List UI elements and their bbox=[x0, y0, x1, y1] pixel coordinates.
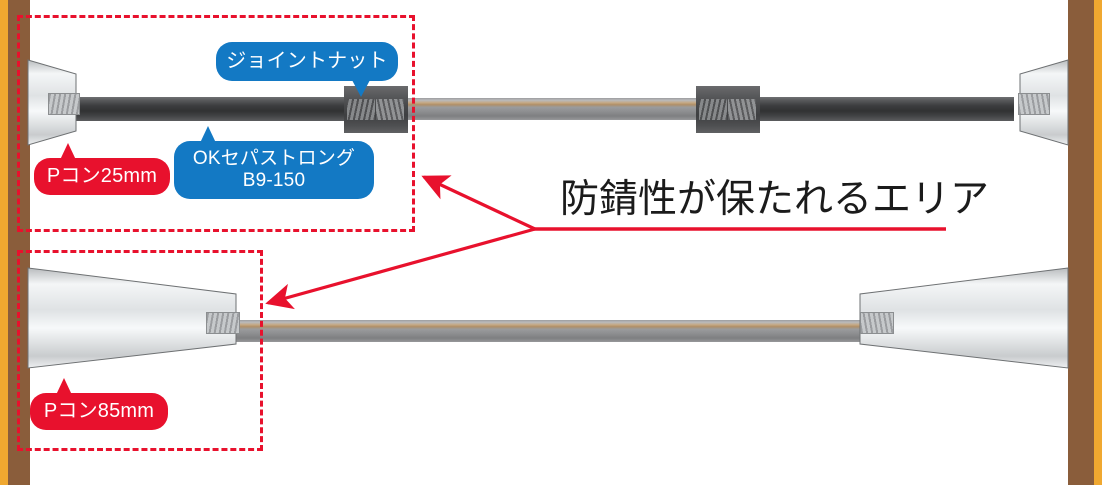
thread-left-upper bbox=[48, 93, 80, 115]
dark-rod-upper-left bbox=[72, 97, 350, 121]
wall-panel-right bbox=[1068, 0, 1094, 485]
left-cone-upper bbox=[27, 59, 88, 146]
thread-right-lower bbox=[860, 312, 894, 334]
label-pcon-25-tail bbox=[60, 143, 76, 160]
joint-nut-left-thread-a bbox=[347, 99, 375, 120]
right-cone-lower bbox=[856, 267, 1076, 369]
label-pcon-25: Pコン25mm bbox=[34, 158, 170, 195]
wall-stripe-left bbox=[0, 0, 8, 485]
label-pcon-85: Pコン85mm bbox=[30, 393, 168, 430]
label-separator-tail bbox=[200, 126, 216, 143]
label-pcon-85-tail bbox=[56, 378, 72, 395]
label-joint-nut-tail bbox=[352, 80, 370, 97]
steel-rod-lower bbox=[236, 320, 872, 342]
joint-nut-right-thread-b bbox=[728, 99, 756, 120]
left-cone-lower bbox=[27, 267, 248, 369]
thread-right-upper bbox=[1018, 93, 1050, 115]
label-separator: OKセパストロング B9-150 bbox=[174, 141, 374, 199]
rust-free-region-lower bbox=[17, 250, 263, 451]
joint-nut-left-thread-b bbox=[376, 99, 404, 120]
rust-free-region-upper bbox=[17, 15, 415, 232]
joint-nut-left bbox=[344, 86, 408, 133]
joint-nut-right-thread-a bbox=[699, 99, 727, 120]
wall-panel-left bbox=[8, 0, 30, 485]
rust-free-area-annotation: 防錆性が保たれるエリア bbox=[560, 178, 990, 221]
right-cone-upper bbox=[1012, 59, 1072, 146]
label-joint-nut: ジョイントナット bbox=[216, 42, 398, 81]
joint-nut-right bbox=[696, 86, 760, 133]
wall-stripe-right bbox=[1094, 0, 1102, 485]
steel-rod-upper-middle bbox=[404, 98, 700, 120]
thread-left-lower bbox=[206, 312, 240, 334]
dark-rod-upper-right bbox=[756, 97, 1014, 121]
